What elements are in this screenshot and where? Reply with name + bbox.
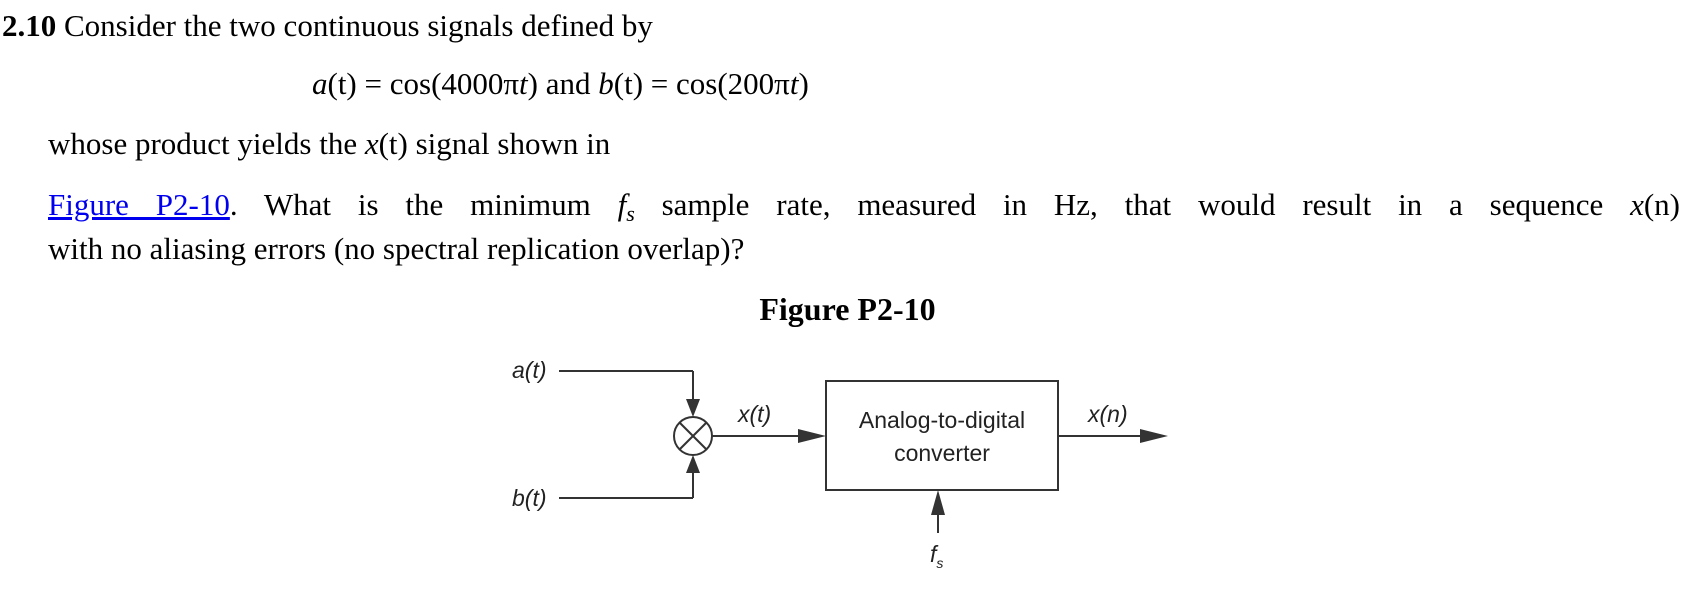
fs-label: fs [930,541,943,571]
b-arrowhead [686,455,700,473]
question-line: Figure P2-10. What is the minimum fs sam… [48,187,1681,226]
problem-intro: Consider the two continuous signals defi… [56,8,653,43]
xt-label: x(t) [737,401,771,427]
b-input-label: b(t) [512,485,547,511]
figure-link[interactable]: Figure P2-10 [48,187,230,222]
problem-intro-line: 2.10 Consider the two continuous signals… [2,8,653,44]
a-arrowhead [686,399,700,417]
fs-arrowhead [931,490,945,515]
xn-label: x(n) [1087,401,1128,427]
problem-number: 2.10 [2,8,57,43]
figure-caption: Figure P2-10 [759,291,936,327]
adc-label-line2: converter [894,440,990,466]
sample-rate-symbol: fs [617,187,635,226]
product-description: whose product yields the x(t) signal sho… [48,126,611,161]
signal-equation: a(t) = cos(4000πt) and b(t) = cos(200πt) [312,66,809,101]
a-input-label: a(t) [512,357,547,383]
xt-arrowhead [798,429,826,443]
question-line-continued: with no aliasing errors (no spectral rep… [48,231,745,266]
xn-arrowhead [1140,429,1168,443]
adc-label-line1: Analog-to-digital [859,407,1025,433]
adc-block [825,380,1059,491]
